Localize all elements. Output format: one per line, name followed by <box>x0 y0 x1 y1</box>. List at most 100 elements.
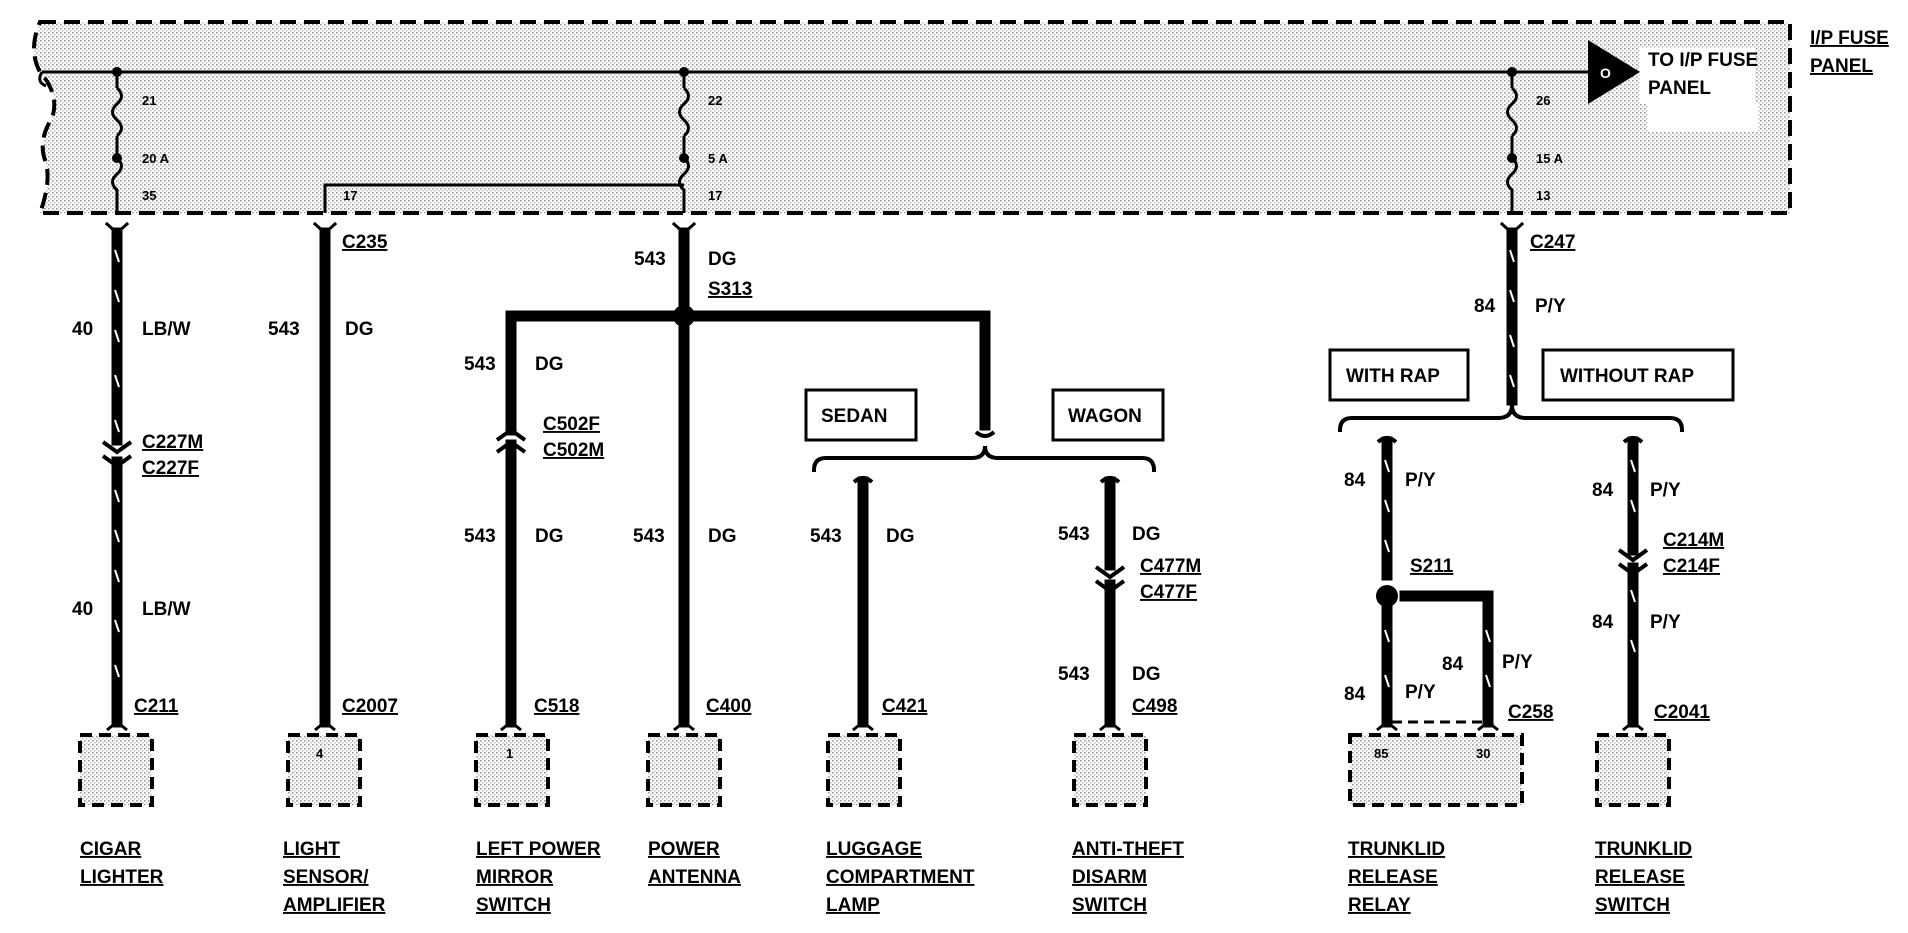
wire-num-40a: 40 <box>72 319 93 340</box>
cigar-lighter-box <box>78 733 154 807</box>
to-fuse-panel-text-2: PANEL <box>1648 78 1711 99</box>
wire-color-py-rap-b: P/Y <box>1405 682 1436 703</box>
wire-harness <box>104 221 1685 728</box>
component-names: CIGAR LIGHTER LIGHT SENSOR/ AMPLIFIER LE… <box>80 839 1692 916</box>
trunklid-relay-name-1: TRUNKLID <box>1348 839 1445 860</box>
wire-color-py-rap-a: P/Y <box>1405 470 1436 491</box>
component-connectors <box>106 720 1644 732</box>
wire-color-dg-top: DG <box>708 249 737 270</box>
connector-c214m: C214M <box>1663 530 1724 551</box>
connector-c227m: C227M <box>142 432 203 453</box>
connector-c502m: C502M <box>543 440 604 461</box>
fuse-panel-label-1: I/P FUSE <box>1810 28 1889 49</box>
fuse1-bottom-pin: 35 <box>142 188 156 203</box>
pin-mirror-switch: 1 <box>506 746 513 761</box>
wire-num-543-antenna: 543 <box>633 526 665 547</box>
mirror-switch-box <box>474 733 550 807</box>
wire-stripes <box>114 249 1636 688</box>
trunklid-switch-name-2: RELEASE <box>1595 867 1685 888</box>
connector-c2007: C2007 <box>342 696 398 717</box>
light-sensor-name-3: AMPLIFIER <box>283 895 386 916</box>
anti-theft-name-3: SWITCH <box>1072 895 1147 916</box>
fuse1-top-pin: 21 <box>142 93 156 108</box>
wire-labels: 40 LB/W 40 LB/W 543 DG 543 DG 543 DG 543… <box>72 249 1681 705</box>
fuse1-rating: 20 A <box>142 151 170 166</box>
fuse3-rating: 15 A <box>1536 151 1564 166</box>
connector-c400: C400 <box>706 696 751 717</box>
splice-s313 <box>673 305 695 327</box>
wire-color-dg-sensor: DG <box>345 319 374 340</box>
fuse-5a: 22 5 A 17 <box>678 67 728 213</box>
light-sensor-name-2: SENSOR/ <box>283 867 369 888</box>
sedan-label: SEDAN <box>821 406 888 427</box>
wire-num-84-norap-b: 84 <box>1592 612 1614 633</box>
without-rap-label: WITHOUT RAP <box>1560 366 1694 387</box>
anti-theft-name-1: ANTI-THEFT <box>1072 839 1184 860</box>
wire-color-py-main: P/Y <box>1535 296 1566 317</box>
trunklid-relay-box <box>1348 733 1524 807</box>
pin-light-sensor: 4 <box>316 746 324 761</box>
luggage-lamp-box <box>826 733 902 807</box>
component-boxes <box>78 733 1671 807</box>
fuse3-bottom-pin: 13 <box>1536 188 1550 203</box>
with-rap-label: WITH RAP <box>1346 366 1440 387</box>
wire-color-lbw-b: LB/W <box>142 599 191 620</box>
wire-color-py-rap-c: P/Y <box>1502 652 1533 673</box>
pin-relay-30: 30 <box>1476 746 1490 761</box>
wire-num-543-sensor: 543 <box>268 319 300 340</box>
wire-num-84-main: 84 <box>1474 296 1496 317</box>
wire-color-dg-mirror-b: DG <box>535 526 564 547</box>
wire-num-543-top: 543 <box>634 249 666 270</box>
wire-color-dg-antenna: DG <box>708 526 737 547</box>
connector-c518: C518 <box>534 696 579 717</box>
wire-color-py-norap-a: P/Y <box>1650 480 1681 501</box>
luggage-lamp-name-1: LUGGAGE <box>826 839 922 860</box>
wagon-label: WAGON <box>1068 406 1142 427</box>
trunklid-switch-name-1: TRUNKLID <box>1595 839 1692 860</box>
trunklid-relay-name-2: RELEASE <box>1348 867 1438 888</box>
with-rap-box <box>1328 348 1470 402</box>
mirror-switch-name-2: MIRROR <box>476 867 553 888</box>
connector-c227f: C227F <box>142 458 199 479</box>
luggage-lamp-name-2: COMPARTMENT <box>826 867 975 888</box>
connector-c477f: C477F <box>1140 582 1197 603</box>
wagon-box <box>1051 388 1165 442</box>
wire-num-40b: 40 <box>72 599 93 620</box>
wire-color-dg-lamp: DG <box>886 526 915 547</box>
trunklid-switch-box <box>1595 733 1671 807</box>
connector-c214f: C214F <box>1663 556 1720 577</box>
wire-num-84-rap-b: 84 <box>1344 684 1366 705</box>
luggage-lamp-name-3: LAMP <box>826 895 880 916</box>
jumper-pin: 17 <box>343 188 357 203</box>
wire-num-84-rap-c: 84 <box>1442 654 1464 675</box>
connector-c421: C421 <box>882 696 928 717</box>
fuse3-top-pin: 26 <box>1536 93 1550 108</box>
wire-color-dg-mirror-a: DG <box>535 354 564 375</box>
connector-c498: C498 <box>1132 696 1177 717</box>
wire-color-dg-antitheft-b: DG <box>1132 664 1161 685</box>
power-antenna-name-1: POWER <box>648 839 720 860</box>
to-fuse-panel-arrow <box>1588 40 1640 104</box>
fuse2-rating: 5 A <box>708 151 728 166</box>
wire-num-543-mirror-a: 543 <box>464 354 496 375</box>
trunklid-relay-name-3: RELAY <box>1348 895 1411 916</box>
option-boxes: SEDAN WAGON WITH RAP WITHOUT RAP <box>804 348 1735 442</box>
wire-color-lbw-a: LB/W <box>142 319 191 340</box>
connector-c247: C247 <box>1530 232 1575 253</box>
connector-c502f: C502F <box>543 414 600 435</box>
wire-num-84-rap-a: 84 <box>1344 470 1366 491</box>
fuse-20a: 21 20 A 35 <box>111 67 170 213</box>
wire-num-543-lamp: 543 <box>810 526 842 547</box>
fuse-panel-label-2: PANEL <box>1810 56 1873 77</box>
fuse-15a: 26 15 A 13 <box>1506 67 1564 213</box>
anti-theft-box <box>1072 733 1148 807</box>
without-rap-box <box>1541 348 1735 402</box>
pin-relay-85: 85 <box>1374 746 1388 761</box>
inline-connectors <box>101 427 1649 594</box>
connector-c235: C235 <box>342 232 388 253</box>
light-sensor-name-1: LIGHT <box>283 839 340 860</box>
sedan-box <box>804 388 918 442</box>
splice-s211 <box>1376 585 1398 607</box>
